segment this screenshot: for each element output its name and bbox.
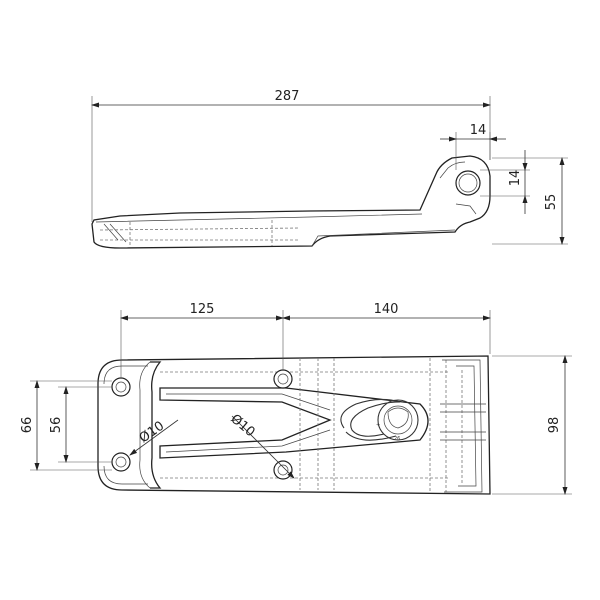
dim-width: 98 xyxy=(547,417,562,434)
plan-view: + 26 Ø10 Ø10 125 1 xyxy=(20,302,572,495)
dim-hole-diameter-right: Ø10 xyxy=(227,412,257,441)
mounting-hole-top-right xyxy=(273,369,293,389)
dim-hole-spacing-right: 140 xyxy=(374,302,399,317)
plan-view-lever xyxy=(159,387,429,459)
mounting-hole-bottom-left xyxy=(111,452,131,472)
dim-overall-length: 287 xyxy=(275,89,300,104)
dim-hole-size: 14 xyxy=(470,123,487,138)
side-view: 287 14 14 55 xyxy=(91,89,568,249)
dim-inner-hole-spacing: 56 xyxy=(49,417,64,434)
logo-emblem: + 26 xyxy=(340,398,419,442)
plan-view-outline xyxy=(97,355,491,495)
mounting-hole-bottom-right xyxy=(273,460,293,480)
dim-hole-offset: 14 xyxy=(508,170,523,187)
side-view-pivot-hole xyxy=(455,170,481,196)
side-view-body-outline xyxy=(91,155,491,249)
svg-text:+: + xyxy=(376,422,380,428)
svg-text:26: 26 xyxy=(394,436,400,442)
mounting-hole-top-left xyxy=(111,377,131,397)
dim-height: 55 xyxy=(544,194,559,211)
dim-hole-spacing-left: 125 xyxy=(190,302,215,317)
dim-outer-hole-spacing: 66 xyxy=(20,417,35,434)
